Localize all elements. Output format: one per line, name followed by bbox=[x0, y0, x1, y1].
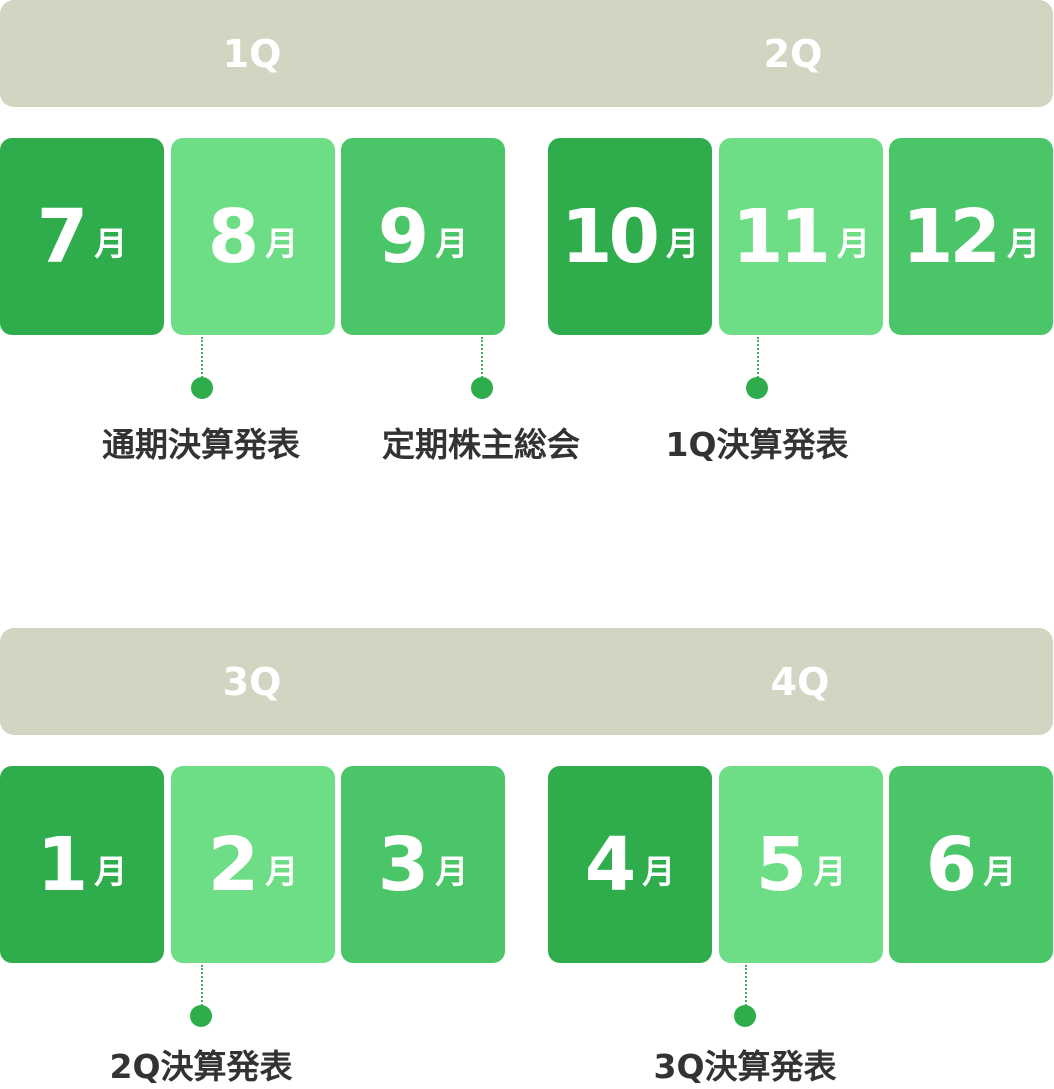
month-box-march: 3 月 bbox=[341, 766, 505, 963]
quarter-label-4q: 4Q bbox=[770, 659, 830, 704]
month-unit: 月 bbox=[265, 851, 299, 891]
quarter-label-2q: 2Q bbox=[763, 31, 823, 76]
month-unit: 月 bbox=[836, 223, 870, 263]
month-box-september: 9 月 bbox=[341, 138, 505, 335]
month-box-january: 1 月 bbox=[0, 766, 164, 963]
quarter-bar-second-half: 3Q 4Q bbox=[0, 628, 1053, 735]
connector-line-november bbox=[757, 337, 759, 381]
month-number: 4 bbox=[584, 821, 636, 908]
month-number: 2 bbox=[207, 821, 259, 908]
month-number: 5 bbox=[755, 821, 807, 908]
month-number: 6 bbox=[925, 821, 977, 908]
connector-line-august bbox=[201, 337, 203, 381]
month-box-november: 11 月 bbox=[719, 138, 883, 335]
month-number: 8 bbox=[207, 193, 259, 280]
quarter-label-1q: 1Q bbox=[222, 31, 282, 76]
month-number: 3 bbox=[377, 821, 429, 908]
month-unit: 月 bbox=[435, 223, 469, 263]
month-unit: 月 bbox=[813, 851, 847, 891]
quarter-bar-first-half: 1Q 2Q bbox=[0, 0, 1053, 107]
month-box-february: 2 月 bbox=[171, 766, 335, 963]
month-box-december: 12 月 bbox=[889, 138, 1053, 335]
month-unit: 月 bbox=[665, 223, 699, 263]
month-number: 1 bbox=[36, 821, 88, 908]
event-label-shareholders-meeting: 定期株主総会 bbox=[382, 425, 580, 464]
month-unit: 月 bbox=[1006, 223, 1040, 263]
month-number: 9 bbox=[377, 193, 429, 280]
month-box-july: 7 月 bbox=[0, 138, 164, 335]
month-unit: 月 bbox=[642, 851, 676, 891]
month-box-october: 10 月 bbox=[548, 138, 712, 335]
event-label-2q-results: 2Q決算発表 bbox=[109, 1047, 293, 1086]
event-marker-dot bbox=[190, 1005, 212, 1027]
event-label-1q-results: 1Q決算発表 bbox=[665, 425, 849, 464]
month-number: 12 bbox=[902, 193, 1001, 280]
month-unit: 月 bbox=[265, 223, 299, 263]
month-unit: 月 bbox=[94, 851, 128, 891]
month-box-may: 5 月 bbox=[719, 766, 883, 963]
quarter-label-3q: 3Q bbox=[222, 659, 282, 704]
month-unit: 月 bbox=[94, 223, 128, 263]
month-box-june: 6 月 bbox=[889, 766, 1053, 963]
month-number: 11 bbox=[732, 193, 831, 280]
event-marker-dot bbox=[734, 1005, 756, 1027]
month-number: 7 bbox=[36, 193, 88, 280]
connector-line-september bbox=[481, 337, 483, 381]
month-number: 10 bbox=[561, 193, 660, 280]
event-marker-dot bbox=[191, 377, 213, 399]
month-box-august: 8 月 bbox=[171, 138, 335, 335]
month-box-april: 4 月 bbox=[548, 766, 712, 963]
month-unit: 月 bbox=[983, 851, 1017, 891]
connector-line-may bbox=[745, 965, 747, 1009]
month-unit: 月 bbox=[435, 851, 469, 891]
event-marker-dot bbox=[471, 377, 493, 399]
event-label-3q-results: 3Q決算発表 bbox=[653, 1047, 837, 1086]
connector-line-february bbox=[201, 965, 203, 1009]
event-marker-dot bbox=[746, 377, 768, 399]
event-label-annual-results: 通期決算発表 bbox=[102, 425, 300, 464]
